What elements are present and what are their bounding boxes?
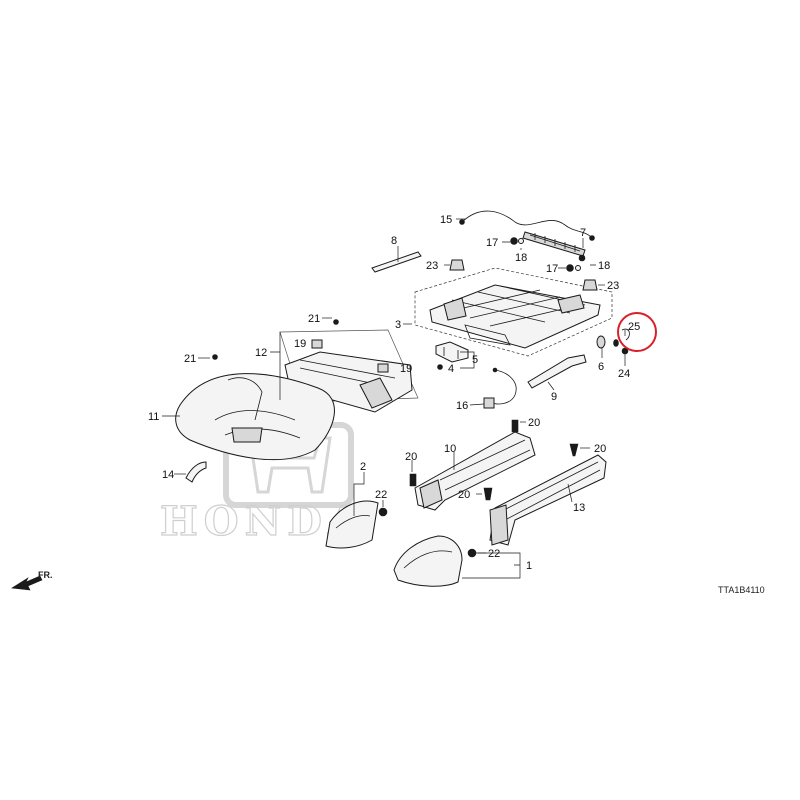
callout-10: 10 xyxy=(444,443,456,455)
part-16-wire xyxy=(483,367,517,409)
fastener-18a xyxy=(518,238,524,244)
callout-21b: 21 xyxy=(184,353,196,365)
part-14-clip xyxy=(185,461,207,483)
callout-2: 2 xyxy=(360,461,366,473)
callout-18a: 18 xyxy=(515,252,527,264)
callout-19b: 19 xyxy=(400,363,412,375)
fastener-21a xyxy=(333,319,339,325)
fastener-17b xyxy=(566,264,574,272)
fastener-23b xyxy=(582,279,598,291)
diagram-code: TTA1B4110 xyxy=(718,585,765,595)
part-11-seat-pad xyxy=(175,373,335,461)
callout-11: 11 xyxy=(148,411,159,423)
callout-15: 15 xyxy=(440,214,452,226)
callout-13: 13 xyxy=(573,502,585,514)
callout-12: 12 xyxy=(255,347,267,359)
callout-25: 25 xyxy=(628,321,640,333)
callout-17b: 17 xyxy=(546,263,558,275)
callout-16: 16 xyxy=(456,400,468,412)
part-7-mechanism xyxy=(522,231,586,262)
callout-3: 3 xyxy=(395,319,401,331)
callout-22b: 22 xyxy=(488,548,500,560)
highlight-circle xyxy=(617,312,657,352)
callout-7: 7 xyxy=(580,227,586,239)
leader-lines xyxy=(162,218,626,579)
callout-8: 8 xyxy=(391,235,397,247)
fastener-20b xyxy=(569,443,579,457)
part-25-clip xyxy=(613,328,630,347)
front-direction-arrow: FR. xyxy=(11,570,53,591)
part-1-cover xyxy=(393,535,463,587)
front-direction-label: FR. xyxy=(38,570,53,580)
honda-watermark: HONDA xyxy=(159,422,365,546)
fastener-19b xyxy=(377,363,389,373)
callout-22a: 22 xyxy=(375,489,387,501)
callout-5: 5 xyxy=(472,354,478,366)
callout-9: 9 xyxy=(551,391,557,403)
callout-24: 24 xyxy=(618,368,630,380)
part-2-cover xyxy=(325,500,379,549)
callout-14: 14 xyxy=(162,469,174,481)
callout-19a: 19 xyxy=(294,338,306,350)
callout-23a: 23 xyxy=(426,260,438,272)
fastener-17a xyxy=(510,237,518,245)
fastener-21b xyxy=(212,354,218,360)
fastener-20a xyxy=(511,419,519,433)
callout-1: 1 xyxy=(526,560,532,572)
part-8-strip xyxy=(371,251,422,273)
part-3-seat-frame xyxy=(414,267,613,357)
part-9-plate xyxy=(527,354,587,389)
callout-18b: 18 xyxy=(598,260,610,272)
fastener-20d xyxy=(483,487,493,501)
callout-23b: 23 xyxy=(607,280,619,292)
callout-20c: 20 xyxy=(405,451,417,463)
fasteners xyxy=(212,237,598,558)
callout-20d: 20 xyxy=(458,489,470,501)
part-4-screw xyxy=(437,364,443,370)
fastener-23a xyxy=(449,259,465,271)
callout-17a: 17 xyxy=(486,237,498,249)
fastener-20c xyxy=(409,473,417,487)
callout-20a: 20 xyxy=(528,417,540,429)
fastener-22a xyxy=(378,507,388,517)
watermark-text: HONDA xyxy=(160,498,365,545)
callout-20b: 20 xyxy=(594,443,606,455)
part-15-cable xyxy=(459,210,595,241)
part-13-rail xyxy=(489,454,607,546)
callouts: 8 15 7 17 18 17 18 23 23 3 5 4 6 9 16 24… xyxy=(148,214,640,572)
callout-21a: 21 xyxy=(308,313,320,325)
callout-4: 4 xyxy=(448,363,454,375)
part-5-bracket xyxy=(435,341,469,363)
part-10-rail xyxy=(414,431,536,511)
fastener-18b xyxy=(575,265,581,271)
part-6-clip xyxy=(596,335,606,349)
fastener-19a xyxy=(311,339,323,349)
callout-6: 6 xyxy=(598,361,604,373)
